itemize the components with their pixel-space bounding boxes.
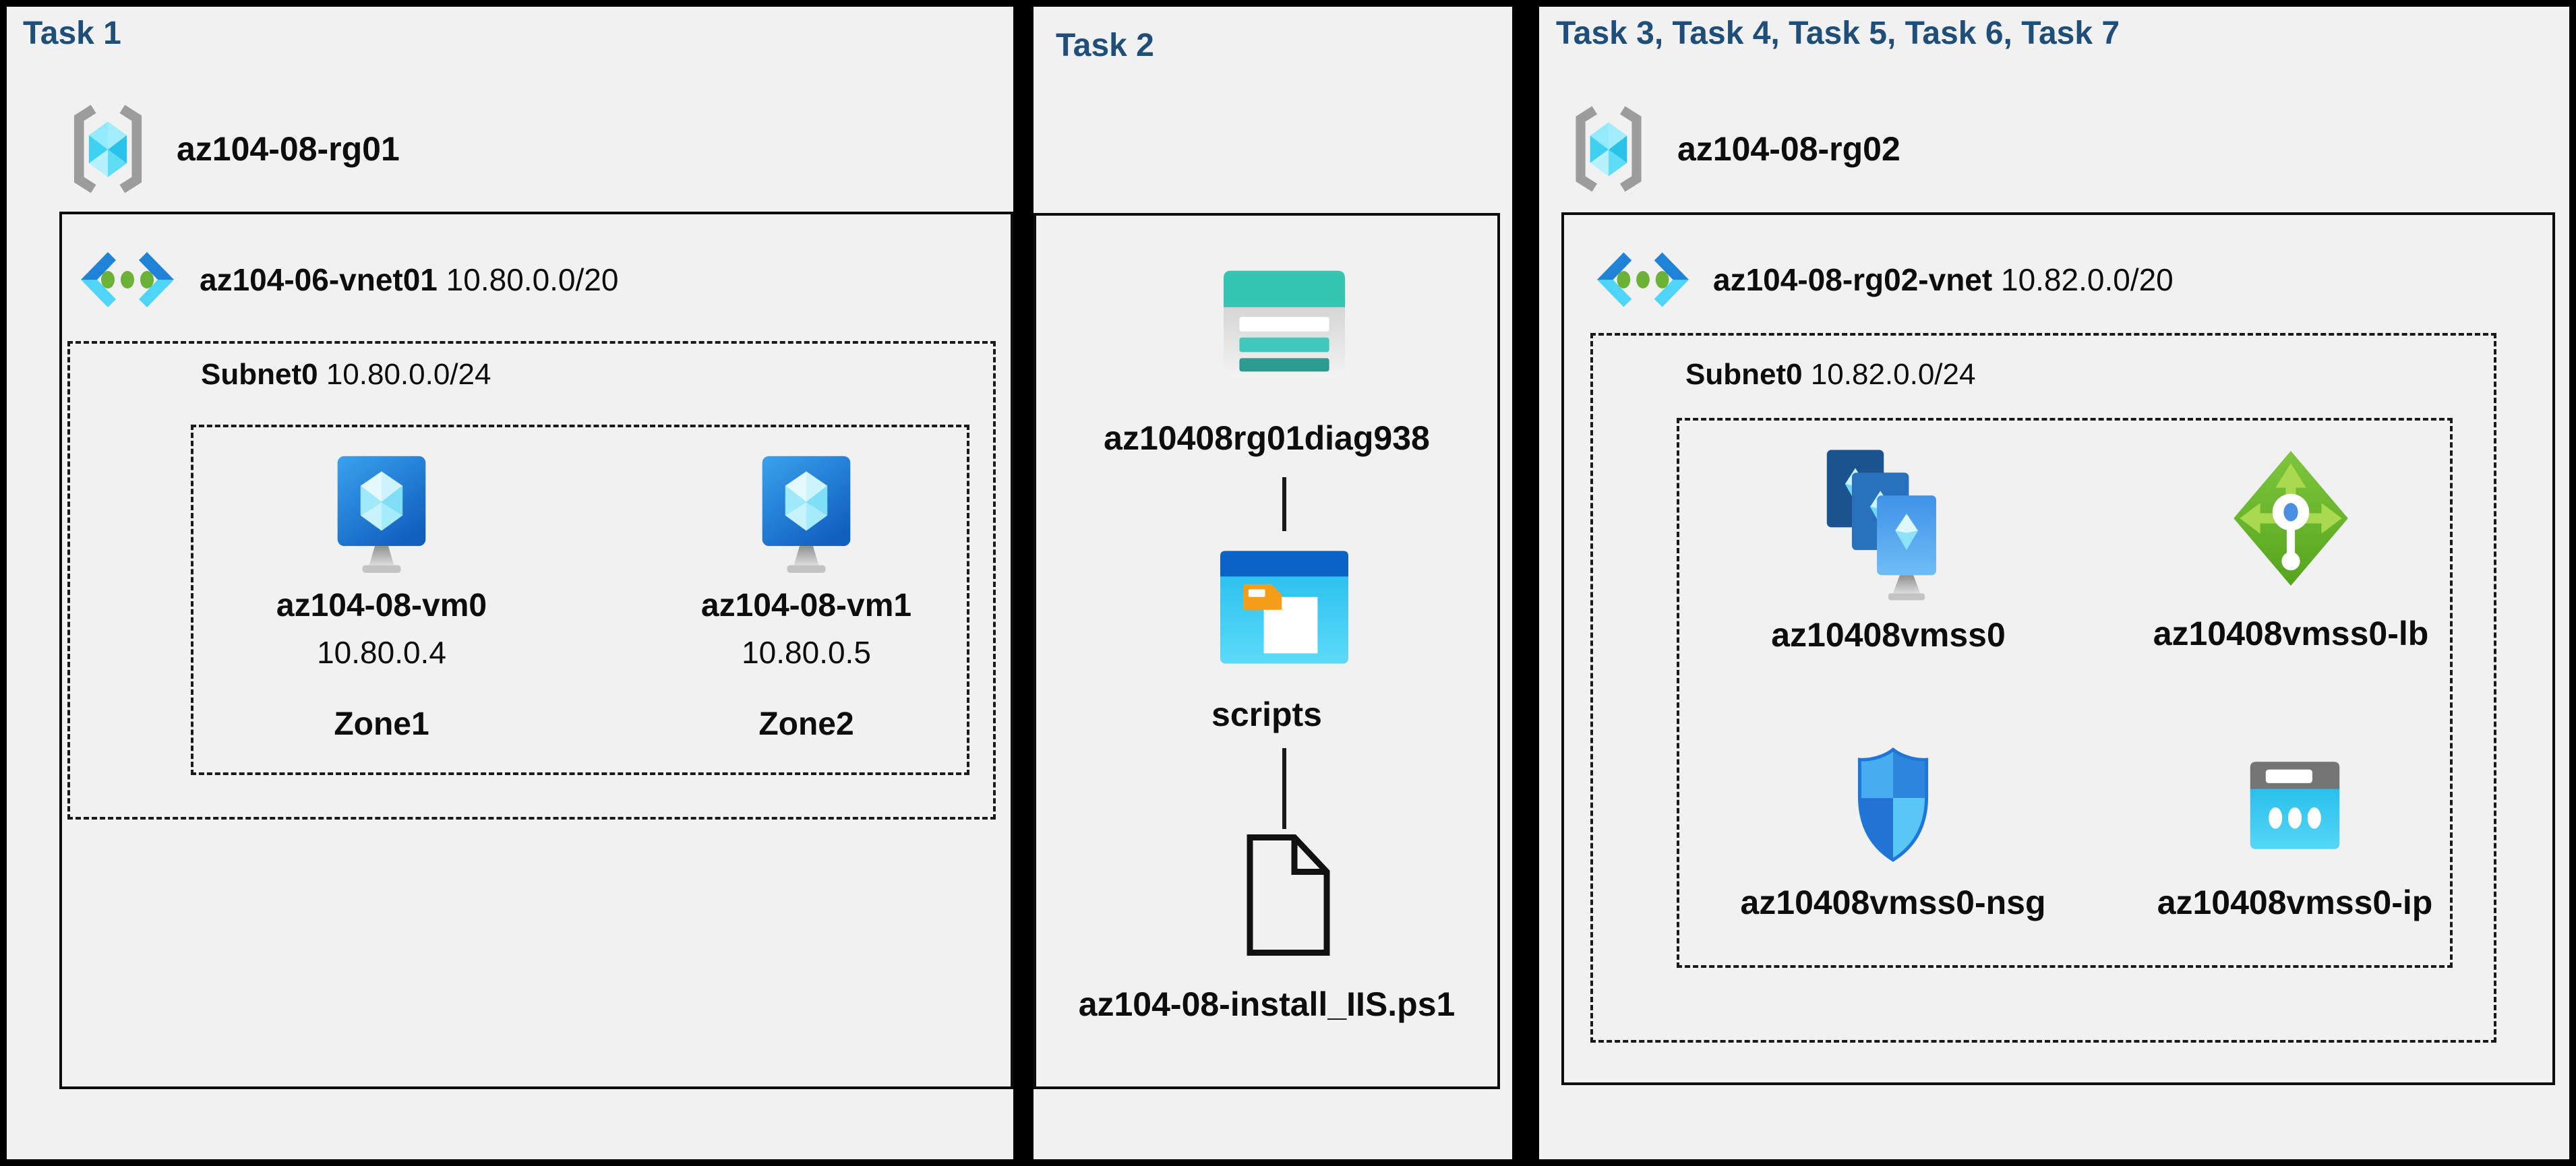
vmss-name: az10408vmss0 xyxy=(1771,616,2006,654)
resource-group-icon xyxy=(1576,106,1642,192)
task2-title: Task 2 xyxy=(1056,28,1154,63)
subnet-label: Subnet0 10.82.0.0/24 xyxy=(1685,358,1975,392)
task1-title: Task 1 xyxy=(23,16,121,51)
load-balancer-icon xyxy=(2234,451,2348,586)
vnet-label: az104-08-rg02-vnet 10.82.0.0/20 xyxy=(1713,262,2174,298)
panel-task2: Task 2 az10408rg01diag938 scripts az104-… xyxy=(1034,7,1512,1159)
vnet-label: az104-06-vnet01 10.80.0.0/20 xyxy=(200,262,618,298)
connector-line xyxy=(1282,748,1286,829)
nsg-group: az10408vmss0-nsg xyxy=(1735,745,2051,921)
panel-task1: Task 1 az104-08-rg01 xyxy=(7,7,1013,1159)
load-balancer-group: az10408vmss0-lb xyxy=(2132,447,2449,652)
blob-container-icon xyxy=(1220,551,1348,664)
vm-ip: 10.80.0.4 xyxy=(317,635,446,670)
vnet-name: az104-06-vnet01 xyxy=(200,262,438,297)
vnet-row: az104-06-vnet01 10.80.0.0/20 xyxy=(77,243,618,317)
subnet-box xyxy=(1590,333,2496,1043)
script-file-icon xyxy=(1247,834,1330,956)
vm-zone: Zone2 xyxy=(758,706,854,742)
load-balancer-name: az10408vmss0-lb xyxy=(2153,615,2429,652)
vm-scale-set-icon xyxy=(1826,450,1936,601)
vm-zone-box xyxy=(191,425,969,775)
resource-group-row: az104-08-rg02 xyxy=(1564,100,1900,198)
subnet-label: Subnet0 10.80.0.0/24 xyxy=(201,358,491,392)
virtual-network-icon xyxy=(81,252,174,307)
vm-name: az104-08-vm0 xyxy=(276,588,487,623)
vmss-group: az10408vmss0 xyxy=(1730,448,2047,653)
network-security-group-icon xyxy=(1857,747,1929,862)
resource-group-icon xyxy=(73,104,142,193)
virtual-machine-icon xyxy=(337,456,426,573)
nsg-name: az10408vmss0-nsg xyxy=(1740,884,2046,921)
vnet-boundary-box xyxy=(59,212,1013,1089)
subnet-cidr: 10.80.0.0/24 xyxy=(326,358,491,391)
subnet-box xyxy=(67,341,996,820)
vnet-row: az104-08-rg02-vnet 10.82.0.0/20 xyxy=(1593,243,2174,317)
storage-account-icon xyxy=(1224,270,1345,378)
subnet-name: Subnet0 xyxy=(1685,358,1803,391)
script-file-name: az104-08-install_IIS.ps1 xyxy=(1078,985,1456,1023)
vnet-cidr: 10.80.0.0/20 xyxy=(446,262,619,297)
resource-group-name: az104-08-rg02 xyxy=(1677,130,1900,168)
public-ip-group: az10408vmss0-ip xyxy=(2136,760,2453,921)
container-name: scripts xyxy=(1211,696,1322,733)
vm1-group: az104-08-vm1 10.80.0.5 Zone2 xyxy=(651,449,961,741)
connector-line xyxy=(1282,477,1286,531)
virtual-machine-icon xyxy=(762,456,851,573)
vmss-resources-box xyxy=(1677,418,2453,968)
vnet-name: az104-08-rg02-vnet xyxy=(1713,262,1993,297)
subnet-cidr: 10.82.0.0/24 xyxy=(1810,358,1976,391)
panel-task3: Task 3, Task 4, Task 5, Task 6, Task 7 a… xyxy=(1539,7,2569,1159)
vm-ip: 10.80.0.5 xyxy=(742,635,871,670)
vm-zone: Zone1 xyxy=(334,706,429,742)
vm-name: az104-08-vm1 xyxy=(700,588,912,623)
public-ip-icon xyxy=(2250,762,2340,849)
vnet-boundary-box xyxy=(1561,212,2555,1085)
vm0-group: az104-08-vm0 10.80.0.4 Zone1 xyxy=(227,449,537,741)
task3-title: Task 3, Task 4, Task 5, Task 6, Task 7 xyxy=(1556,16,2120,51)
resource-group-name: az104-08-rg01 xyxy=(177,130,400,168)
subnet-name: Subnet0 xyxy=(201,358,318,391)
virtual-network-icon xyxy=(1596,252,1689,307)
public-ip-name: az10408vmss0-ip xyxy=(2157,884,2433,921)
vnet-cidr: 10.82.0.0/20 xyxy=(2000,262,2174,297)
resource-group-row: az104-08-rg01 xyxy=(62,100,400,198)
storage-account-name: az10408rg01diag938 xyxy=(1104,419,1430,457)
storage-boundary-box xyxy=(1034,213,1500,1089)
